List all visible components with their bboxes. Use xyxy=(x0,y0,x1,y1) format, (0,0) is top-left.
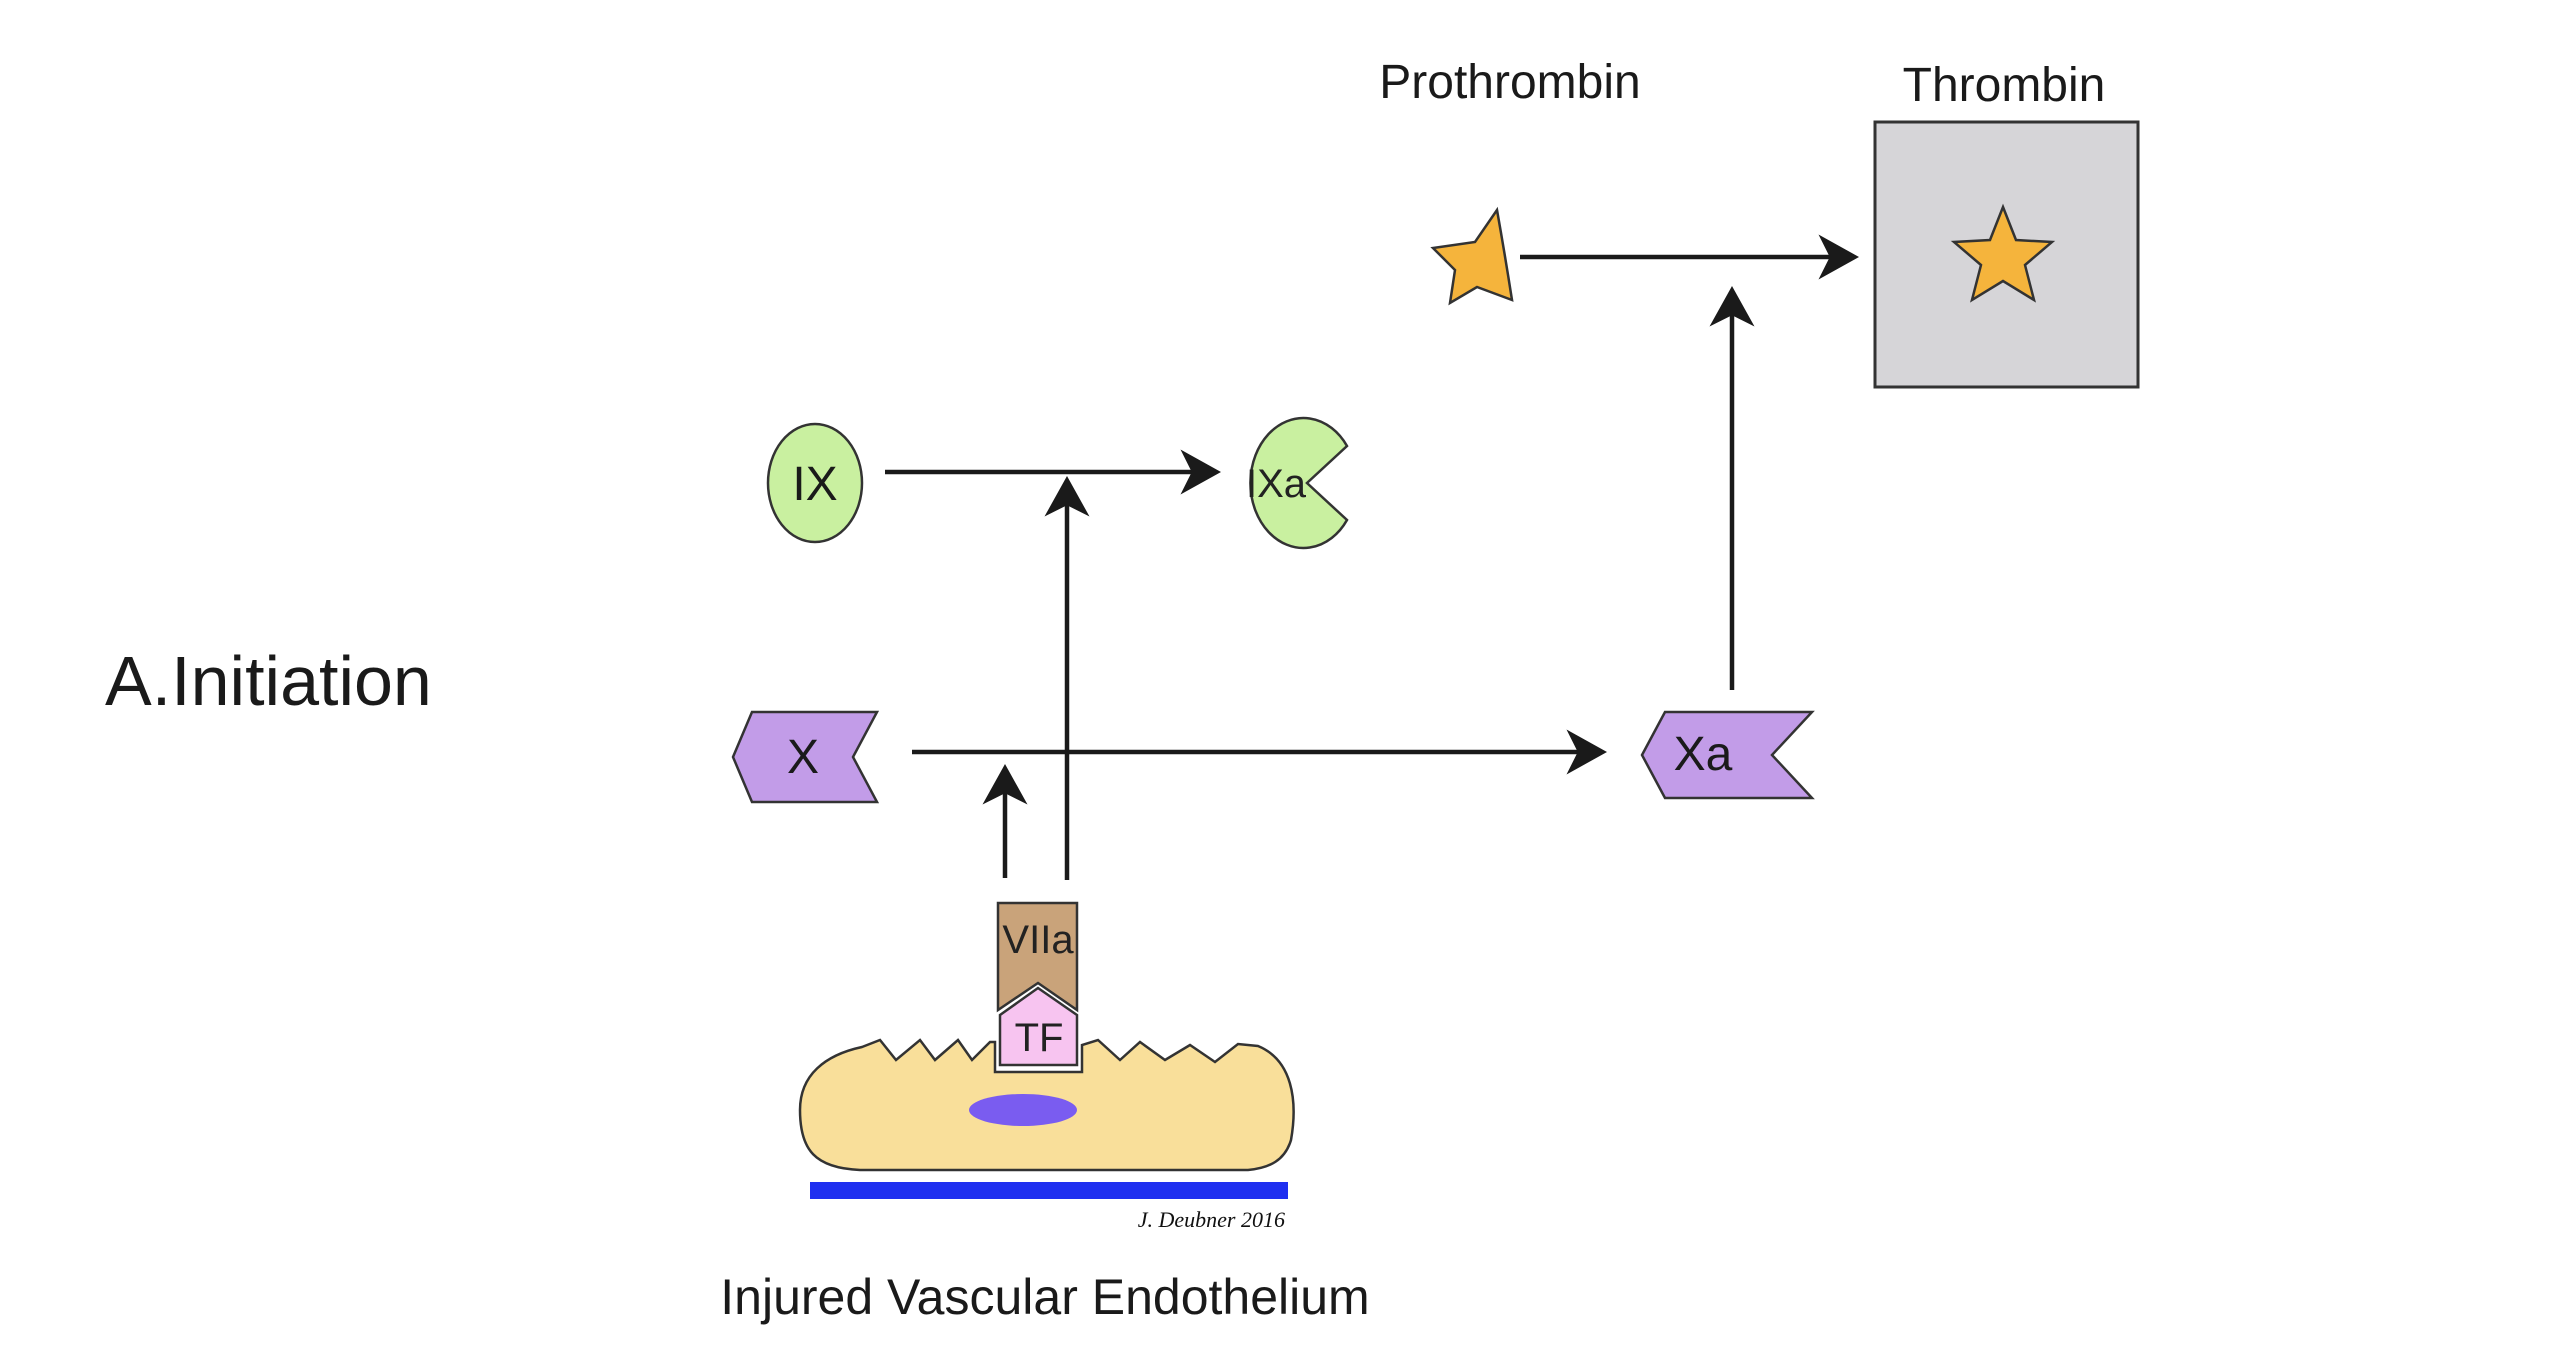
factor-ix: IX xyxy=(766,422,864,544)
tissue-factor: TF xyxy=(998,986,1079,1067)
factor-viia-shape xyxy=(996,901,1079,1013)
tissue-factor-shape xyxy=(998,986,1079,1067)
basement-membrane-bar xyxy=(810,1182,1288,1199)
prothrombin-label: Prothrombin xyxy=(1379,56,1640,109)
factor-viia: VIIa xyxy=(996,901,1079,1013)
partial-star-icon xyxy=(1430,206,1514,306)
thrombin-label: Thrombin xyxy=(1903,59,2106,112)
cell-nucleus xyxy=(969,1094,1077,1126)
factor-xa-label: Xa xyxy=(1674,728,1733,781)
factor-xa-shape xyxy=(1640,710,1815,800)
factor-ix-shape xyxy=(766,422,864,544)
factor-xa: Xa xyxy=(1640,710,1815,800)
factor-ixa-label: IXa xyxy=(1246,462,1307,506)
factor-ixa-shape xyxy=(1249,416,1349,550)
section-title: A.Initiation xyxy=(105,642,432,720)
factor-x-shape xyxy=(731,710,880,804)
factor-x: X xyxy=(731,710,880,804)
tissue-factor-label: TF xyxy=(1015,1016,1064,1060)
author-credit: J. Deubner 2016 xyxy=(1138,1207,1285,1232)
star-icon xyxy=(1950,203,2056,303)
factor-ixa: IXa xyxy=(1246,416,1349,550)
endothelial-cell xyxy=(798,1038,1295,1172)
injured-endothelium-caption: Injured Vascular Endothelium xyxy=(720,1269,1369,1325)
factor-x-label: X xyxy=(787,731,819,784)
factor-viia-label: VIIa xyxy=(1002,918,1074,962)
factor-ix-label: IX xyxy=(792,458,837,511)
